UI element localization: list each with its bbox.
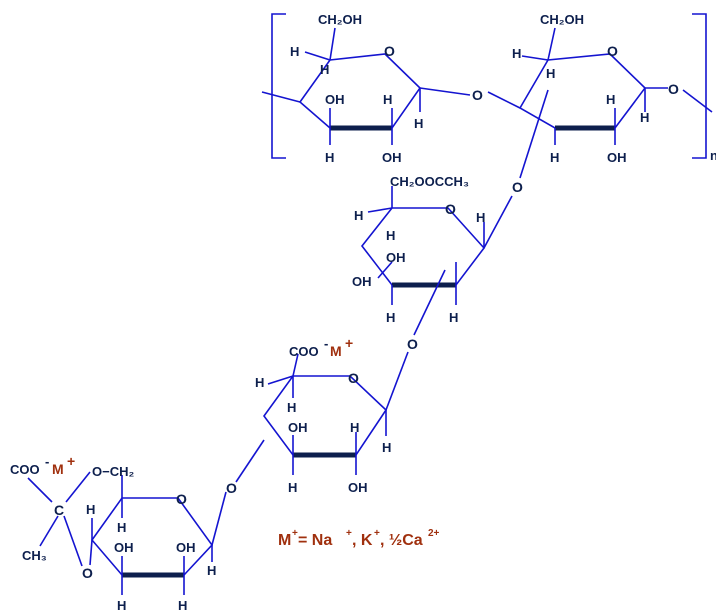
coo-label: COO xyxy=(289,344,319,359)
ring-1: CH₂OH O H H OH H H H OH xyxy=(261,12,471,165)
oh-label: OH xyxy=(325,92,345,107)
glycosidic-o: O xyxy=(472,87,483,103)
ring-o-3: O xyxy=(445,201,456,217)
ring-o-5: O xyxy=(176,491,187,507)
note-k: , K xyxy=(352,532,373,549)
m-plus-sign: + xyxy=(345,335,353,351)
h-label: H xyxy=(386,228,395,243)
h-label: H xyxy=(320,62,329,77)
h-label: H xyxy=(325,150,334,165)
ring-3: CH₂OOCCH₃ O H H H OH OH H H xyxy=(352,174,485,336)
h-label: H xyxy=(86,502,95,517)
oh-label: OH xyxy=(607,150,627,165)
repeat-n-label: n xyxy=(710,148,716,163)
ch2oh-label-2: CH₂OH xyxy=(540,12,584,27)
ring-o-4: O xyxy=(348,370,359,386)
o-ch2-label: O−CH₂ xyxy=(92,464,134,479)
h-label: H xyxy=(255,375,264,390)
oh-label: OH xyxy=(386,250,406,265)
m-plus-label: M xyxy=(52,461,64,477)
ring-4: COO - M + O H H OH H H H OH xyxy=(235,335,391,495)
h-label: H xyxy=(290,44,299,59)
h-label: H xyxy=(207,563,216,578)
h-label: H xyxy=(383,92,392,107)
ketal-o: O xyxy=(82,565,93,581)
h-label: H xyxy=(546,66,555,81)
oh-label: OH xyxy=(114,540,134,555)
h-label: H xyxy=(350,420,359,435)
ch3-label: CH₃ xyxy=(22,548,47,563)
ketal-c-label: C xyxy=(54,502,64,518)
h-label: H xyxy=(512,46,521,61)
left-bracket xyxy=(271,13,286,159)
m-plus-sign: + xyxy=(67,453,75,469)
note-sup: + xyxy=(346,528,352,539)
note-m: M xyxy=(278,532,291,549)
h-label: H xyxy=(288,480,297,495)
note-sup: + xyxy=(374,528,380,539)
coo-label: COO xyxy=(10,462,40,477)
h-label: H xyxy=(550,150,559,165)
note-sup: 2+ xyxy=(428,528,440,539)
h-label: H xyxy=(476,210,485,225)
right-bracket xyxy=(692,13,707,159)
note-ca: , ½Ca xyxy=(380,532,423,549)
ch2ooccch3-label: CH₂OOCCH₃ xyxy=(390,174,469,189)
h-label: H xyxy=(287,400,296,415)
oh-label: OH xyxy=(176,540,196,555)
oh-label: OH xyxy=(352,274,372,289)
note-eq: = Na xyxy=(298,532,332,549)
h-label: H xyxy=(354,208,363,223)
h-label: H xyxy=(178,598,187,613)
ring-5: O−CH₂ O H H OH OH H H H O xyxy=(82,464,216,613)
chain-o: O xyxy=(668,81,679,97)
counter-ion-note: M + = Na + , K + , ½Ca 2+ xyxy=(278,528,440,549)
note-sup: + xyxy=(292,528,298,539)
h-label: H xyxy=(640,110,649,125)
oh-label: OH xyxy=(288,420,308,435)
ring-o-1: O xyxy=(384,43,395,59)
ch2oh-label-1: CH₂OH xyxy=(318,12,362,27)
oh-label: OH xyxy=(382,150,402,165)
ring-2: CH₂OH O O H H H H H OH xyxy=(512,12,713,179)
m-plus-label: M xyxy=(330,343,342,359)
side-chain-o-1: O xyxy=(512,179,523,195)
coo-minus: - xyxy=(45,454,49,469)
h-label: H xyxy=(386,310,395,325)
h-label: H xyxy=(414,116,423,131)
side-chain-o-2: O xyxy=(407,336,418,352)
h-label: H xyxy=(117,598,126,613)
side-chain-o-3: O xyxy=(226,480,237,496)
ring-o-2: O xyxy=(607,43,618,59)
coo-minus: - xyxy=(324,336,328,351)
h-label: H xyxy=(449,310,458,325)
pyruvate-ketal: COO - M + C CH₃ xyxy=(10,453,91,567)
h-label: H xyxy=(117,520,126,535)
oh-label: OH xyxy=(348,480,368,495)
h-label: H xyxy=(606,92,615,107)
h-label: H xyxy=(382,440,391,455)
